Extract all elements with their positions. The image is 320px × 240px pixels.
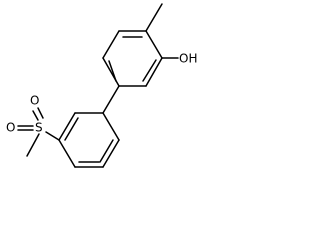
sulfur-methyl-bond xyxy=(26,133,40,157)
biaryl-bond xyxy=(102,85,120,114)
hydroxyl-label: OH xyxy=(179,52,197,66)
bond-lower-ring-2 xyxy=(102,139,120,168)
bond-upper-ring-2 xyxy=(145,57,163,87)
methyl-bond xyxy=(145,3,163,32)
bond-lower-ring-5 xyxy=(58,112,76,141)
bond-lower-ring-1 xyxy=(102,112,120,141)
aryl-sulfur-bond xyxy=(45,131,60,141)
sulfur-label: S xyxy=(35,121,43,135)
double-bond-lower-ring-a xyxy=(99,139,114,163)
upper-benzene-ring xyxy=(102,30,163,87)
bond-upper-ring-5 xyxy=(102,30,120,59)
lower-benzene-ring xyxy=(58,112,120,168)
sulfonyl-double-bond-top-1 xyxy=(32,110,39,121)
double-bond-lower-ring-b xyxy=(64,117,79,141)
double-bond-upper-ring-b xyxy=(142,59,157,82)
bond-upper-ring-4 xyxy=(102,57,120,87)
bond-upper-ring-1 xyxy=(145,30,163,59)
double-bond-upper-ring-c xyxy=(108,60,117,82)
sulfonyl-oxygen-top-label: O xyxy=(30,94,39,108)
sulfonyl-double-bond-top-2 xyxy=(37,107,44,119)
bond-lower-ring-4 xyxy=(58,139,76,168)
chemical-structure-diagram: OH S O O xyxy=(6,3,197,168)
sulfonyl-oxygen-bottom-label: O xyxy=(6,121,15,135)
